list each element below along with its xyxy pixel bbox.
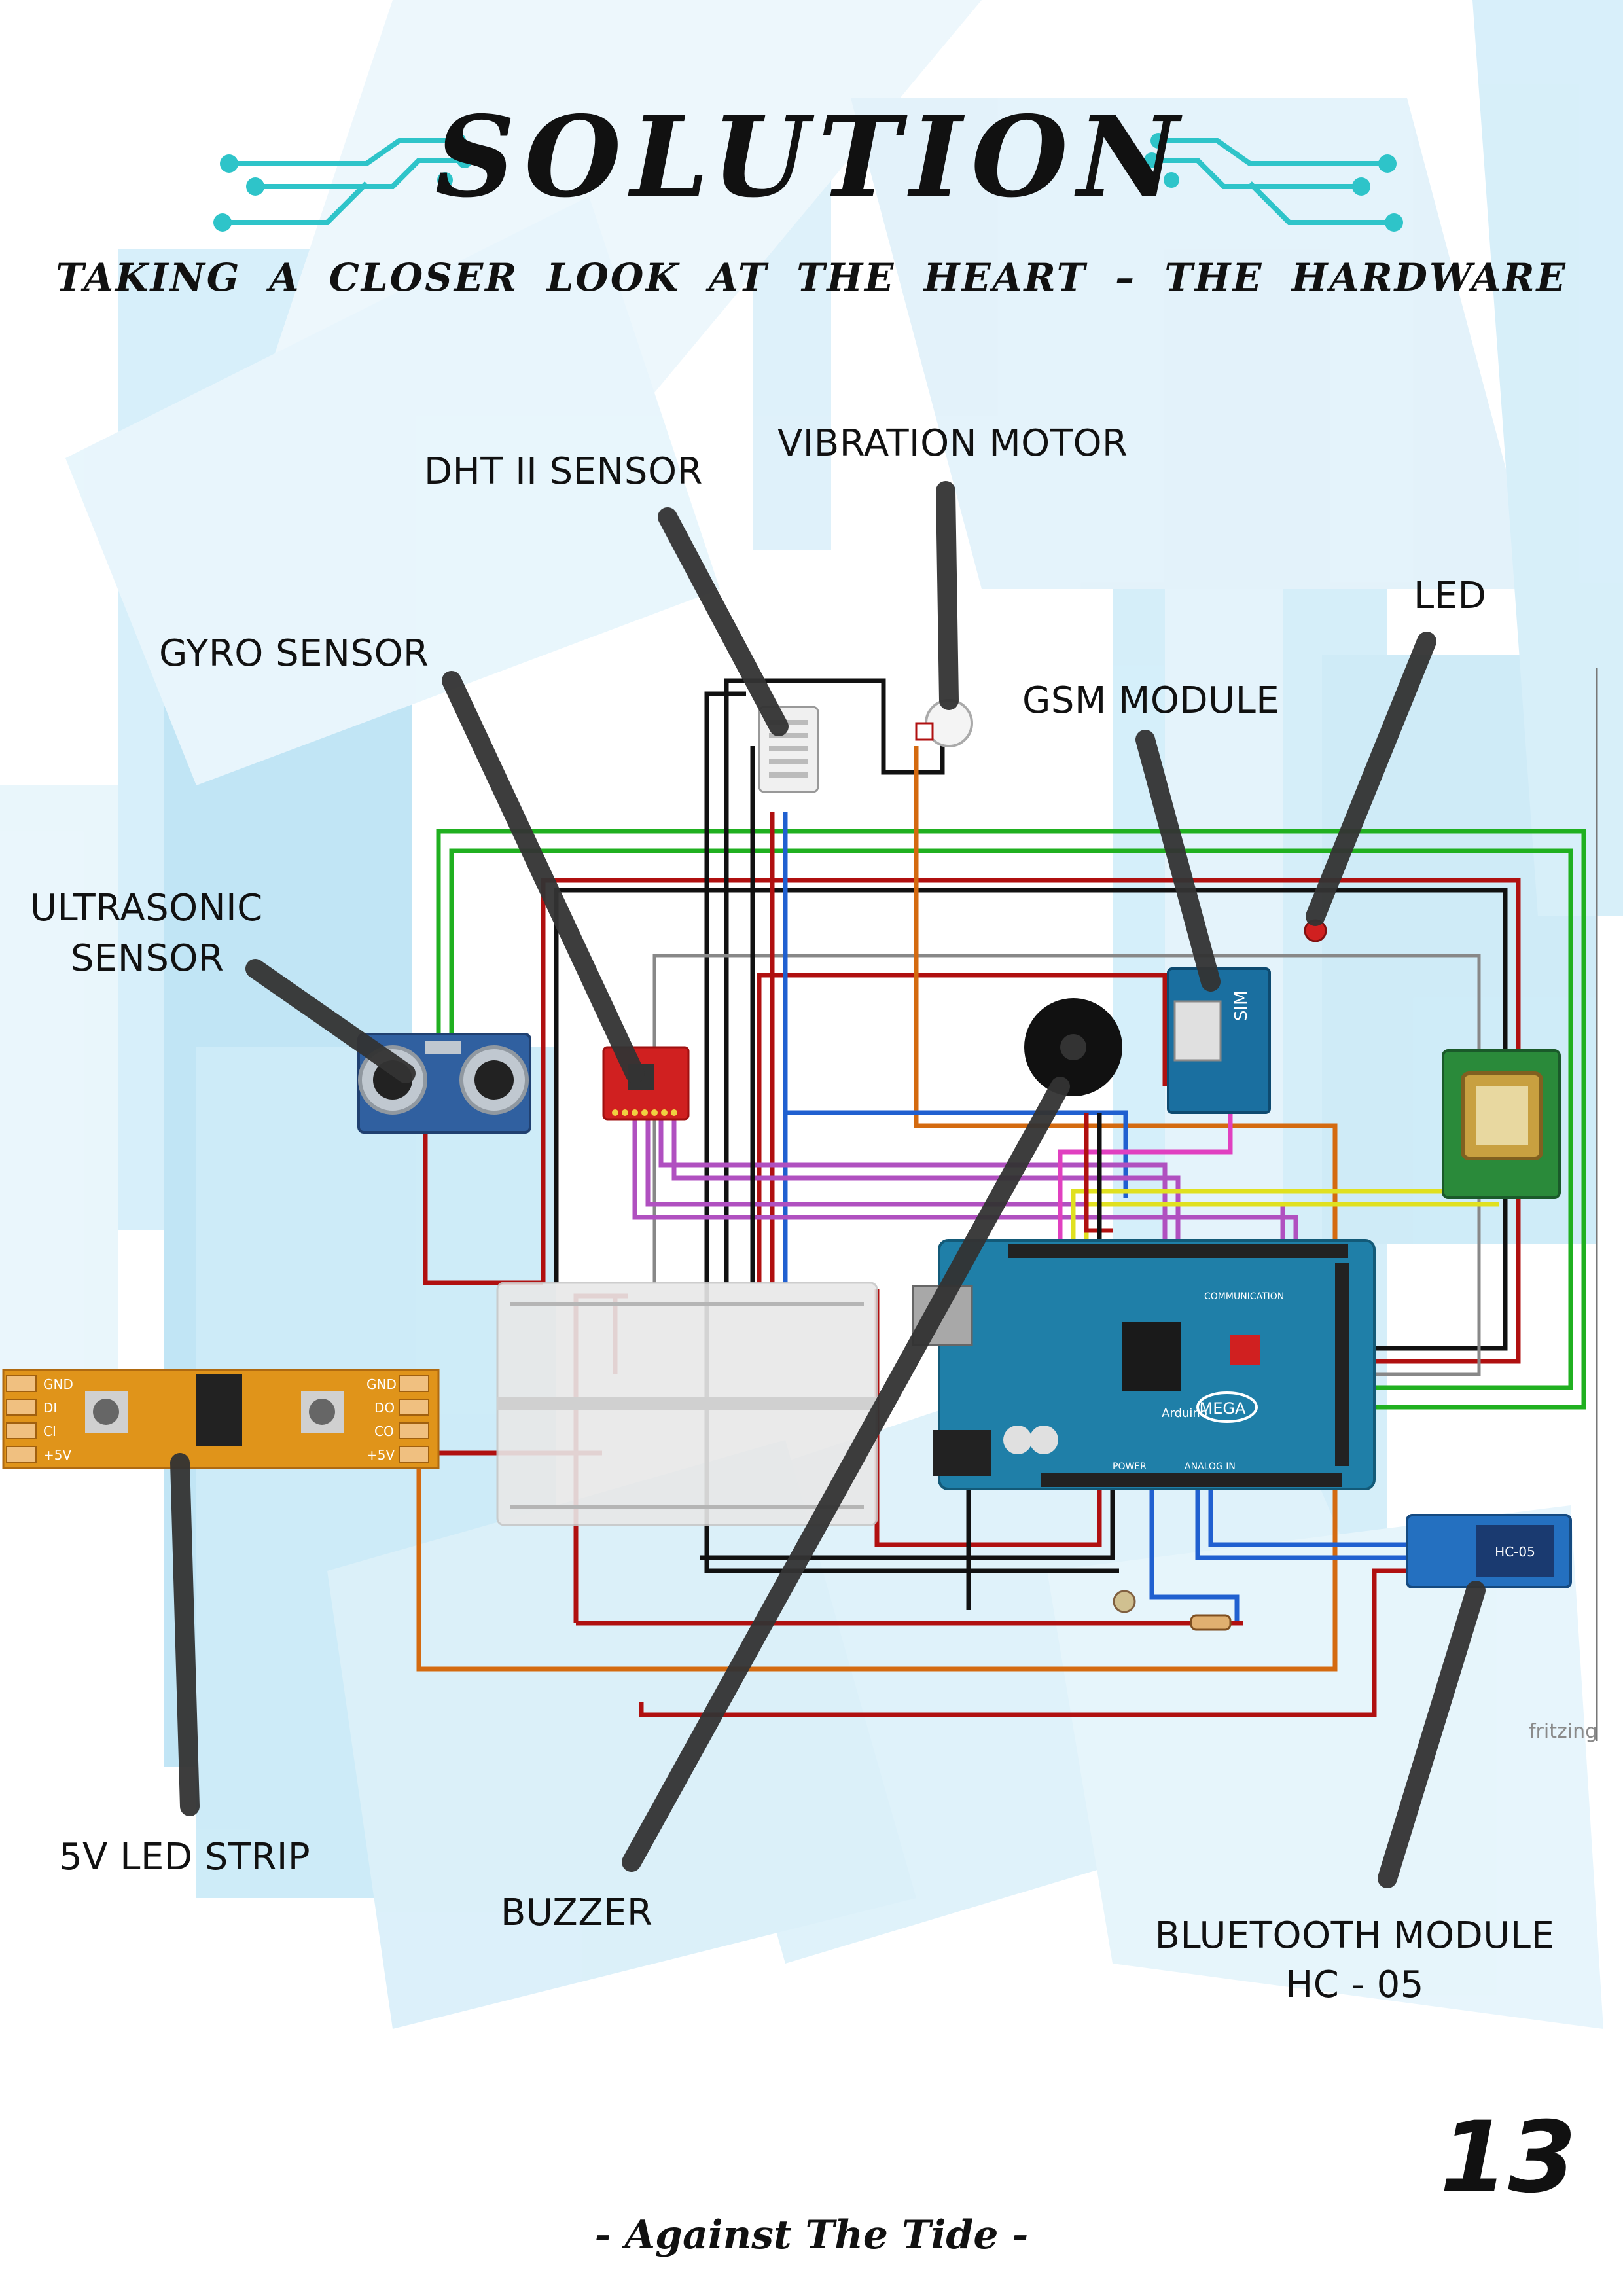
strip-pin-right-0: GND <box>366 1376 397 1392</box>
label-ultrasonic-line1: ULTRASONIC <box>30 887 263 929</box>
label-bluetooth-line1: BLUETOOTH MODULE <box>1154 1914 1555 1957</box>
strip-pin-right-1: DO <box>374 1400 395 1416</box>
pointer-vibration <box>936 481 959 710</box>
label-vibration-motor: VIBRATION MOTOR <box>777 422 1128 465</box>
strip-pin-left-2: CI <box>43 1424 56 1439</box>
breadboard <box>496 1282 878 1526</box>
circuit-nodes-right-icon <box>1144 133 1403 232</box>
label-gyro-sensor: GYRO SENSOR <box>159 632 429 675</box>
board-analog-label: ANALOG IN <box>1185 1462 1236 1472</box>
strip-pin-left-3: +5V <box>43 1447 71 1463</box>
bluetooth-chip-label: HC-05 <box>1495 1544 1535 1560</box>
label-gsm-module: GSM MODULE <box>1022 679 1280 722</box>
strip-pin-right-3: +5V <box>366 1447 395 1463</box>
strip-pin-left-0: GND <box>43 1376 73 1392</box>
label-led-strip: 5V LED STRIP <box>59 1836 311 1878</box>
page-footer: - Against The Tide - <box>594 2212 1029 2258</box>
resistor-component <box>1113 1590 1232 1631</box>
pointer-gyro <box>442 671 645 1083</box>
buzzer-component <box>1024 998 1122 1096</box>
gyro-sensor <box>602 1046 690 1121</box>
page-subtitle: TAKING A CLOSER LOOK AT THE HEART – THE … <box>56 255 1567 300</box>
circuit-trace-right-icon <box>1158 138 1387 225</box>
pointer-dht <box>658 507 789 736</box>
gsm-sim-label: SIM <box>1232 990 1251 1021</box>
gsm-module: SIM <box>1167 967 1271 1114</box>
circuit-trace-left-icon <box>229 138 458 225</box>
board-name-label: MEGA <box>1200 1399 1246 1418</box>
label-bluetooth-line2: HC - 05 <box>1285 1964 1424 2006</box>
pointer-gsm <box>1135 730 1221 992</box>
strip-pin-left-1: DI <box>43 1400 57 1416</box>
page-title: SOLUTION <box>435 92 1188 223</box>
fritzing-watermark: fritzing <box>1529 1720 1598 1743</box>
bluetooth-module: HC-05 <box>1406 1514 1572 1588</box>
pointer-ultrasonic <box>245 959 416 1083</box>
pointer-led-strip <box>170 1453 200 1816</box>
gps-module <box>1442 1049 1561 1199</box>
pointer-bluetooth <box>1378 1581 1486 1888</box>
label-led: LED <box>1414 575 1487 617</box>
circuit-nodes-left-icon <box>213 133 473 232</box>
board-header-label: COMMUNICATION <box>1204 1291 1284 1302</box>
board-power-label: POWER <box>1113 1462 1147 1472</box>
label-ultrasonic-line2: SENSOR <box>71 937 224 980</box>
strip-pin-right-2: CO <box>374 1424 394 1439</box>
label-dht-sensor: DHT II SENSOR <box>424 450 703 493</box>
pointer-lines <box>170 481 1486 1888</box>
pointer-led <box>1306 632 1436 926</box>
led-strip-component: GND DI CI +5V GND DO CO +5V <box>2 1369 440 1469</box>
label-buzzer: BUZZER <box>501 1892 653 1934</box>
pointer-buzzer <box>622 1077 1070 1872</box>
board-brand-label: Arduino <box>1162 1407 1207 1420</box>
arduino-mega-board: MEGA Arduino COMMUNICATION POWER ANALOG … <box>912 1239 1376 1490</box>
page-number: 13 <box>1440 2101 1577 2215</box>
